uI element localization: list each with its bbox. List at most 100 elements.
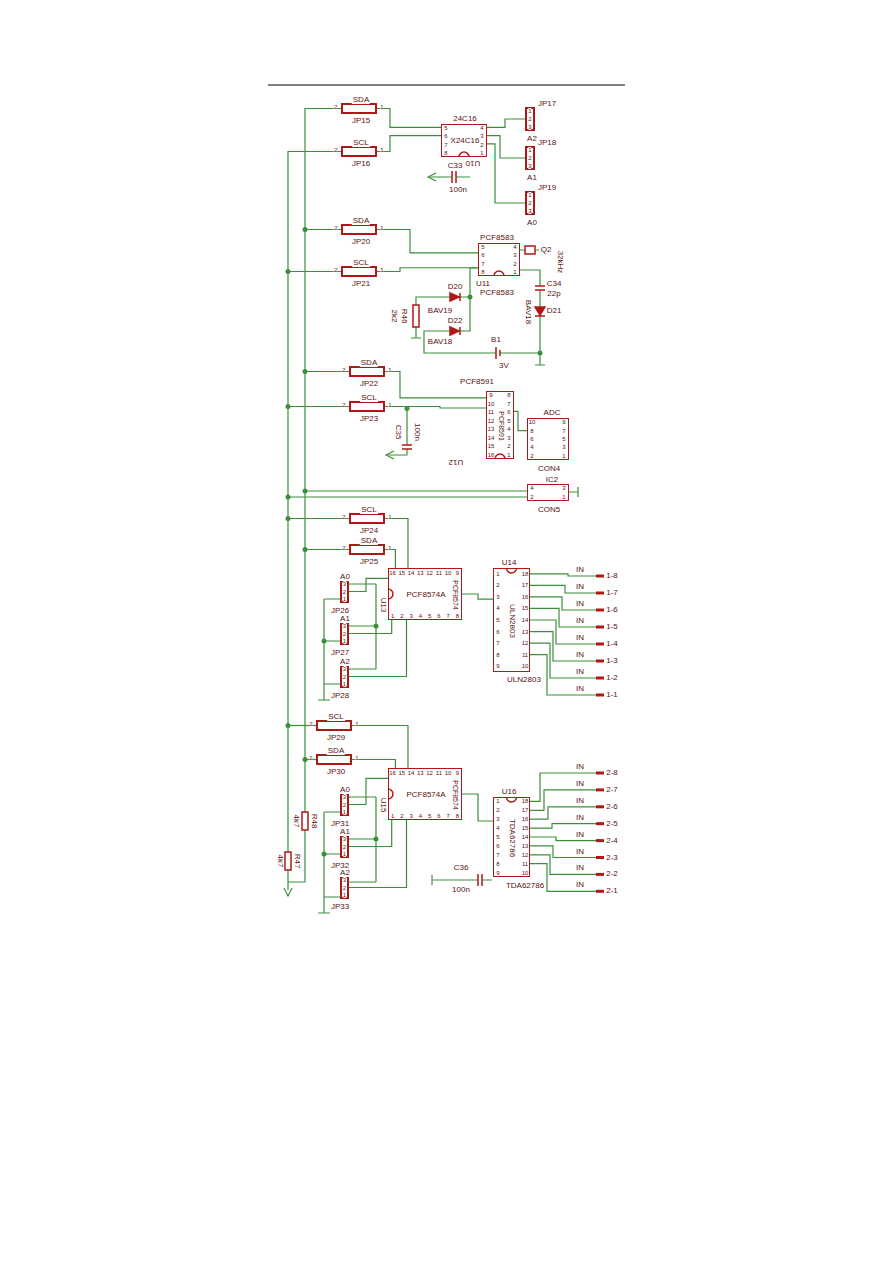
part-name: TDA62786 [505,882,545,890]
pin-number: 3 [343,794,346,800]
part-label: C33 [447,162,464,170]
schematic-stroke [288,518,349,519]
schematic-stroke [288,725,316,726]
pin-number: 9 [456,570,459,576]
output-pin [596,873,604,876]
pin-number: 2 [530,453,533,459]
connector-label: IN [575,634,585,642]
pin-number: 2 [342,367,345,373]
junction-dot [374,624,379,629]
connector-label: IN [575,668,585,676]
wire [377,109,441,128]
pin-number: 1 [388,545,391,551]
schematic-stroke [305,371,349,372]
output-wire [530,632,596,661]
output-name: 2-4 [605,837,619,845]
pin-number: 5 [481,244,484,250]
schematic-stroke [318,599,340,700]
part-label: A1 [339,828,351,836]
pin-number: 3 [528,208,531,214]
pin-number: 4 [419,613,422,619]
schematic-stroke [288,406,349,407]
connector-label: IN [575,831,585,839]
part-label: U16 [501,788,518,796]
part-name: JP26 [330,607,350,615]
pin-number: 1 [343,809,346,815]
pin-number: 2 [528,155,531,161]
schematic-stroke [305,229,341,230]
part-name: A0 [526,219,538,227]
pin-number: 1 [480,150,483,156]
schematic-stroke [349,584,376,669]
part-label: BAV19 [427,307,453,315]
part-label: R46 [400,308,408,325]
part-label: 32kHz [556,250,564,275]
wire [377,268,478,272]
part-label: C34 [546,280,563,288]
wire [385,407,486,409]
part-name: JP15 [351,117,371,125]
output-wire [530,846,596,858]
schematic-stroke [305,549,349,550]
part-label: C36 [453,864,470,872]
part-label: B1 [490,336,502,344]
pin-number: 2 [507,443,510,449]
part-label: U14 [501,559,518,567]
part-label: SDA [352,217,370,225]
wire [349,620,407,677]
schematic-stroke [402,445,412,449]
schematic-stroke [535,307,545,316]
pin-number: 1 [528,147,531,153]
schematic-stroke [569,487,578,497]
schematic-stroke [288,152,341,853]
output-name: 2-1 [605,887,619,895]
pin-number: 14 [408,570,415,576]
schematic-stroke [478,874,482,886]
part-label: SDA [327,747,345,755]
part-name: ULN2803 [506,676,542,684]
schematic-stroke [496,347,500,359]
pin-number: 9 [456,770,459,776]
part-name: JP23 [359,415,379,423]
pin-number: 6 [481,252,484,258]
pin-number: 4 [496,825,499,831]
pin-header: JP19A0 [525,191,535,215]
part-name: A2 [526,135,538,143]
part-label: 2k2 [390,309,398,324]
pin-number: 2 [343,885,346,891]
part-label: BAV18 [427,338,453,346]
pin-number: 4 [419,813,422,819]
output-wire [530,655,596,695]
part-name: CON4 [537,465,561,473]
pin-number: 7 [481,261,484,267]
pin-number: 3 [513,252,516,258]
part-name: U13 [379,597,387,614]
part-name: JP32 [330,862,350,870]
pin-header: A2JP28 [340,665,349,688]
pin-number: 1 [343,596,346,602]
pin-number: 16 [488,452,495,458]
output-pin [596,839,604,842]
output-name: 1-4 [605,640,619,648]
junction-dot [303,227,308,232]
pin-number: 15 [399,770,406,776]
ic-package: PCF8591PCF8591U12 [486,391,514,459]
output-name: 2-2 [605,870,619,878]
pin-number: 1 [391,813,394,819]
part-label: A2 [339,869,351,877]
ic-package: 24C16X24C16U10 [441,124,487,157]
pin-number: 16 [522,816,529,822]
part-name: PCF8583 [479,289,515,297]
pin-header: A1JP27 [340,622,349,645]
part-label: SCL [352,259,370,267]
schematic-stroke [494,271,504,276]
pin-number: 16 [389,570,396,576]
pin-number: 7 [507,401,510,407]
pin-number: 4 [507,426,510,432]
jumper: SDAJP22 [349,366,385,377]
pin-number: 11 [522,652,528,658]
part-name: PCF8591 [498,410,505,442]
output-wire [530,574,596,576]
output-name: 1-7 [605,589,619,597]
